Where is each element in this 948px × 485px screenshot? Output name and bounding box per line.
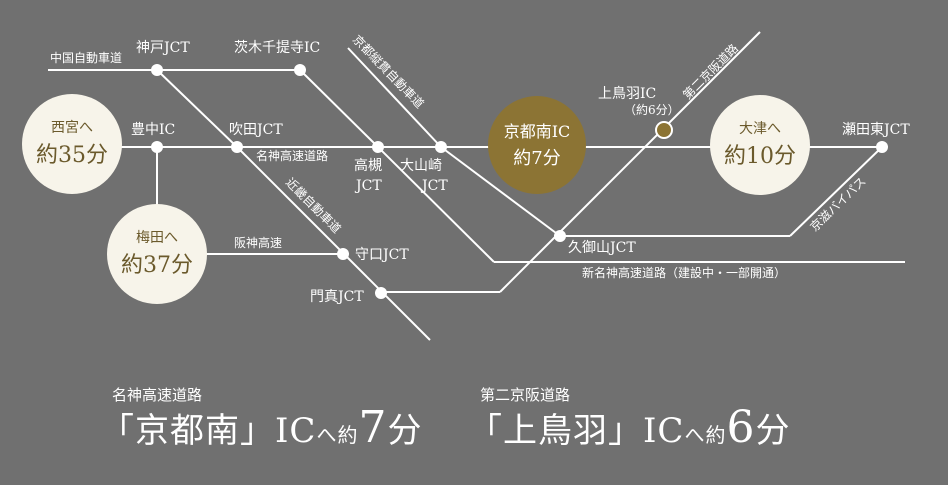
road-lines	[48, 31, 905, 341]
dot-takatsuki-jct	[372, 141, 384, 153]
label-kobe-jct: 神戸JCT	[136, 40, 190, 56]
caption-left-open: 「	[100, 411, 135, 451]
road-ibaraki-takatsuki	[299, 69, 379, 148]
label-road-hanshin: 阪神高速	[234, 235, 282, 250]
bubble-otsu: 大津へ 約10分	[710, 95, 810, 195]
road-keiji-bypass-d	[789, 146, 883, 237]
label-road-daini-keihan: 第二京阪道路	[680, 41, 742, 103]
bubble-kyotominami: 京都南IC 約7分	[488, 96, 586, 194]
dot-kamitoba-ic	[655, 121, 673, 139]
label-toyonaka-ic: 豊中IC	[131, 122, 175, 138]
label-moriguchi-jct: 守口JCT	[355, 247, 409, 263]
label-kamitoba-ic: 上鳥羽IC	[598, 86, 656, 102]
dot-kumiyama-jct	[554, 230, 566, 242]
dot-suita-jct	[231, 141, 243, 153]
label-road-meishin: 名神高速道路	[256, 148, 328, 163]
label-road-shin-meishin: 新名神高速道路（建設中・一部開通）	[582, 265, 786, 280]
label-kumiyama-jct: 久御山JCT	[568, 240, 636, 256]
bubble-kyotominami-place: 京都南IC	[504, 122, 571, 141]
road-kyoto-jukan	[347, 47, 442, 148]
bubble-nishinomiya-place: 西宮へ	[51, 120, 93, 136]
bubble-kyotominami-time: 約7分	[513, 148, 560, 169]
road-kinki	[236, 146, 431, 341]
caption-right-close: 」	[608, 411, 643, 451]
bubble-nishinomiya: 西宮へ 約35分	[22, 94, 122, 194]
bubble-umeda-time: 約37分	[121, 253, 193, 278]
label-road-keiji-bypass: 京滋バイパス	[807, 174, 868, 234]
caption-left-name: 京都南	[135, 411, 240, 451]
caption-left-close: 」	[240, 411, 275, 451]
road-oyamazaki-kumiyama	[440, 146, 561, 237]
label-suita-jct: 吹田JCT	[229, 122, 283, 138]
caption-right-road: 第二京阪道路	[480, 386, 571, 404]
label-road-keiji: 京都縦貫自動車道	[350, 32, 427, 111]
road-daini-keihan	[499, 31, 761, 293]
dot-moriguchi-jct	[337, 248, 349, 260]
caption-left-unit: 分	[387, 411, 423, 451]
road-shin-meishin-diag	[377, 146, 495, 263]
bubble-nishinomiya-time: 約35分	[36, 143, 108, 168]
road-kobe-suita	[156, 69, 238, 148]
label-ibaraki-ic: 茨木千提寺IC	[234, 40, 320, 56]
dot-setahigashi-jct	[876, 141, 888, 153]
label-road-chugoku: 中国自動車道	[50, 50, 122, 65]
label-setahigashi-jct: 瀬田東JCT	[842, 122, 910, 138]
caption-right-ic: IC	[643, 411, 685, 451]
caption-right-name: 上鳥羽	[503, 411, 608, 451]
caption-left-ic: IC	[275, 411, 317, 451]
bubble-otsu-place: 大津へ	[739, 121, 781, 137]
caption-right-num: 6	[726, 402, 756, 453]
label-oyamazaki: 大山崎	[400, 158, 442, 174]
caption-right-approx: 約	[705, 423, 727, 447]
dot-oyamazaki-jct	[435, 141, 447, 153]
caption-left-to: へ	[316, 423, 338, 447]
caption-left-main: 「京都南」ICへ約7分	[100, 402, 422, 453]
junction-dots	[151, 64, 888, 299]
caption-left-num: 7	[358, 402, 388, 453]
node-labels: 神戸JCT 茨木千提寺IC 豊中IC 吹田JCT 高槻 JCT 大山崎 JCT …	[131, 40, 910, 305]
label-kamitoba-time: （約6分）	[624, 102, 680, 117]
caption-right-main: 「上鳥羽」ICへ約6分	[468, 402, 790, 453]
label-takatsuki: 高槻	[354, 157, 382, 174]
caption-left-approx: 約	[337, 423, 359, 447]
dot-kobe-jct	[151, 64, 163, 76]
caption-right-open: 「	[468, 411, 503, 451]
label-oyamazaki-jct: JCT	[420, 178, 448, 194]
label-takatsuki-jct: JCT	[354, 178, 382, 194]
caption-left-road: 名神高速道路	[112, 386, 203, 404]
dot-kadoma-jct	[375, 287, 387, 299]
label-kadoma-jct: 門真JCT	[310, 289, 364, 305]
bubble-umeda: 梅田へ 約37分	[107, 204, 207, 304]
caption-right-to: へ	[684, 423, 706, 447]
dot-toyonaka-ic	[151, 141, 163, 153]
caption-right-unit: 分	[755, 411, 791, 451]
bubble-otsu-time: 約10分	[724, 144, 796, 169]
label-road-kinki: 近畿自動車道	[283, 175, 344, 236]
dot-ibaraki-ic	[294, 64, 306, 76]
bubble-umeda-place: 梅田へ	[136, 230, 178, 246]
